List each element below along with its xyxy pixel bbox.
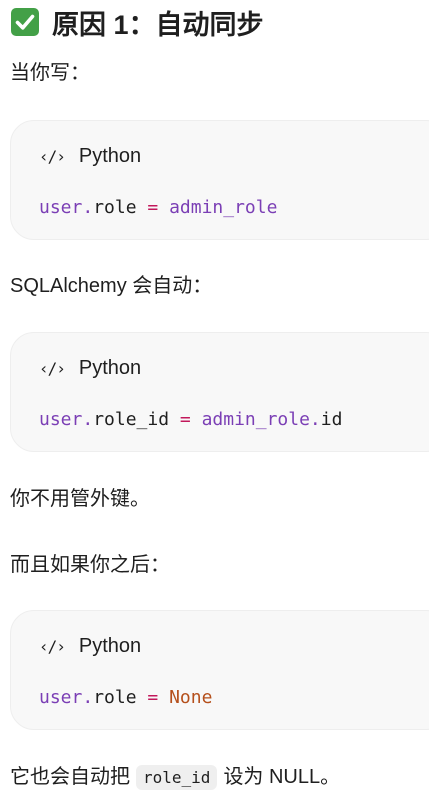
- paragraph-null-text: 它也会自动把: [10, 766, 130, 788]
- code-token-op: =: [169, 409, 202, 430]
- code-token-val: admin_role: [169, 197, 278, 218]
- check-mark-icon: [11, 8, 39, 36]
- code-token-val: None: [169, 687, 213, 708]
- code-language-label: Python: [78, 145, 142, 167]
- code-block: ‹/› Python user.role = admin_role: [10, 120, 429, 240]
- code-token-rest: id: [320, 409, 343, 430]
- paragraph-no-fk: 你不用管外键。: [10, 488, 150, 510]
- inline-code: role_id: [136, 765, 218, 790]
- code-token-attr: role: [93, 197, 137, 218]
- code-icon: ‹/›: [39, 637, 66, 656]
- paragraph-later: 而且如果你之后：: [10, 554, 170, 576]
- code-language-label: Python: [78, 357, 142, 379]
- code-line: user.role = admin_role: [39, 197, 277, 218]
- code-token-var: user.: [39, 197, 94, 218]
- paragraph-intro: 当你写：: [10, 62, 90, 84]
- code-language-header: ‹/› Python: [39, 357, 141, 380]
- code-language-label: Python: [78, 635, 142, 657]
- code-token-var: user.: [39, 409, 94, 430]
- code-token-attr: role: [93, 687, 137, 708]
- code-token-attr: role_id: [93, 409, 170, 430]
- code-language-header: ‹/› Python: [39, 145, 141, 168]
- code-icon: ‹/›: [39, 359, 66, 378]
- code-token-op: =: [136, 687, 170, 708]
- code-token-val: admin_role.: [201, 409, 321, 430]
- code-line: user.role = None: [39, 687, 212, 708]
- code-block: ‹/› Python user.role_id = admin_role.id: [10, 332, 429, 452]
- code-block: ‹/› Python user.role = None: [10, 610, 429, 730]
- section-heading: 原因 1：自动同步: [10, 2, 264, 42]
- code-language-header: ‹/› Python: [39, 635, 141, 658]
- code-token-op: =: [136, 197, 170, 218]
- paragraph-null-text-end: 设为 NULL。: [223, 766, 341, 788]
- code-line: user.role_id = admin_role.id: [39, 409, 342, 430]
- heading-text: 原因 1：自动同步: [52, 9, 264, 40]
- code-token-var: user.: [39, 687, 94, 708]
- code-icon: ‹/›: [39, 147, 66, 166]
- paragraph-sqlalchemy: SQLAlchemy 会自动：: [10, 275, 213, 297]
